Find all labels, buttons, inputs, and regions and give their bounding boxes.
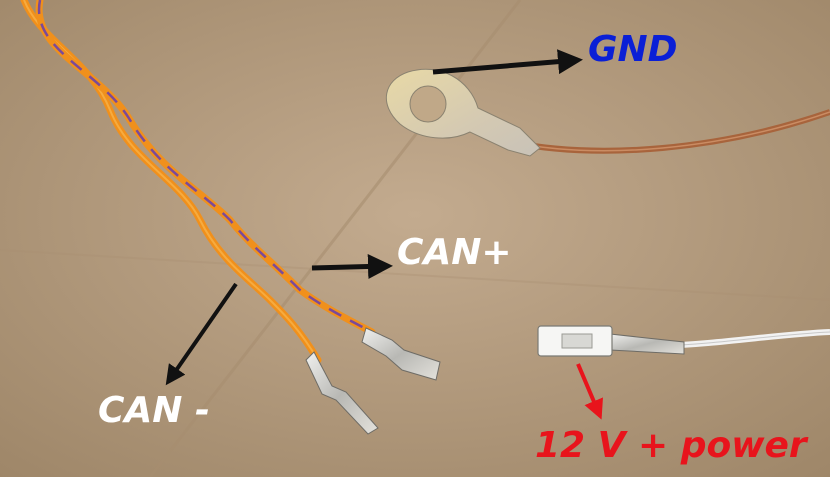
gnd-label: GND	[588, 29, 678, 70]
power-arrow	[576, 363, 603, 420]
power-label: 12 V + power	[535, 425, 807, 466]
can-plus-label: CAN+	[397, 232, 512, 273]
can-minus-label: CAN -	[98, 390, 210, 431]
can-plus-arrow	[311, 254, 393, 280]
can-minus-terminal	[305, 351, 379, 435]
gnd-ring-terminal	[385, 68, 830, 157]
cardboard-fold	[0, 249, 830, 301]
can-plus-terminal	[361, 327, 441, 381]
power-connector	[537, 325, 830, 357]
can-minus-arrow	[165, 282, 238, 386]
gnd-arrow	[432, 49, 583, 75]
can-plus-stripe	[37, 0, 373, 334]
